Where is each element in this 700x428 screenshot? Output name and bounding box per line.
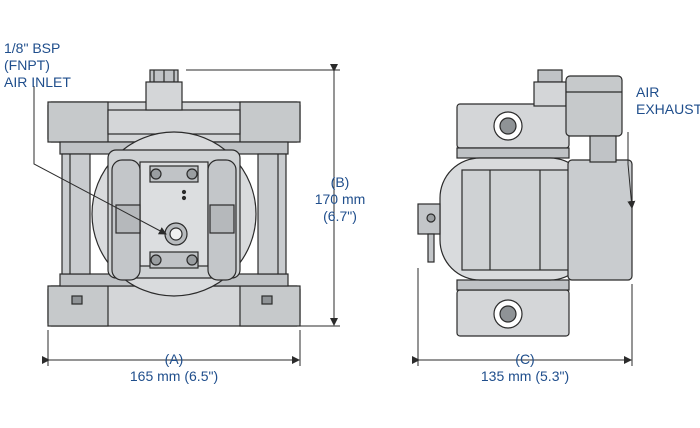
dim-b-value: 170 mm bbox=[314, 191, 366, 207]
right-chamber bbox=[257, 153, 287, 275]
air-inlet-leader bbox=[33, 86, 167, 235]
air-exhaust-label: AIR EXHAUST bbox=[636, 84, 700, 118]
front-view bbox=[47, 69, 301, 327]
exhaust-muffler bbox=[567, 159, 633, 281]
dim-b-letter: (B) bbox=[330, 174, 350, 190]
dim-c-letter: (C) bbox=[515, 351, 535, 367]
air-inlet-label-line2: (FNPT) bbox=[4, 57, 50, 73]
air-inlet-label-line3: AIR INLET bbox=[4, 74, 71, 90]
dim-c-label: (C) 135 mm (5.3") bbox=[475, 351, 575, 385]
air-inlet-label-line1: 1/8" BSP bbox=[4, 40, 61, 56]
dim-b-value2: (6.7") bbox=[323, 208, 357, 224]
dimension-lines bbox=[33, 64, 636, 366]
air-exhaust-label-line2: EXHAUST bbox=[636, 101, 700, 117]
air-exhaust-label-line1: AIR bbox=[636, 84, 660, 100]
air-inlet-label: 1/8" BSP (FNPT) AIR INLET bbox=[4, 40, 71, 91]
dim-a-label: (A) 165 mm (6.5") bbox=[124, 351, 224, 385]
air-exhaust-leader bbox=[627, 132, 636, 209]
dim-a-letter: (A) bbox=[164, 351, 184, 367]
dim-a-value: 165 mm (6.5") bbox=[129, 368, 219, 384]
dim-b-label: (B) 170 mm (6.7") bbox=[310, 174, 370, 225]
left-chamber bbox=[61, 153, 91, 275]
dim-c-value: 135 mm (5.3") bbox=[480, 368, 570, 384]
side-view bbox=[417, 69, 633, 337]
